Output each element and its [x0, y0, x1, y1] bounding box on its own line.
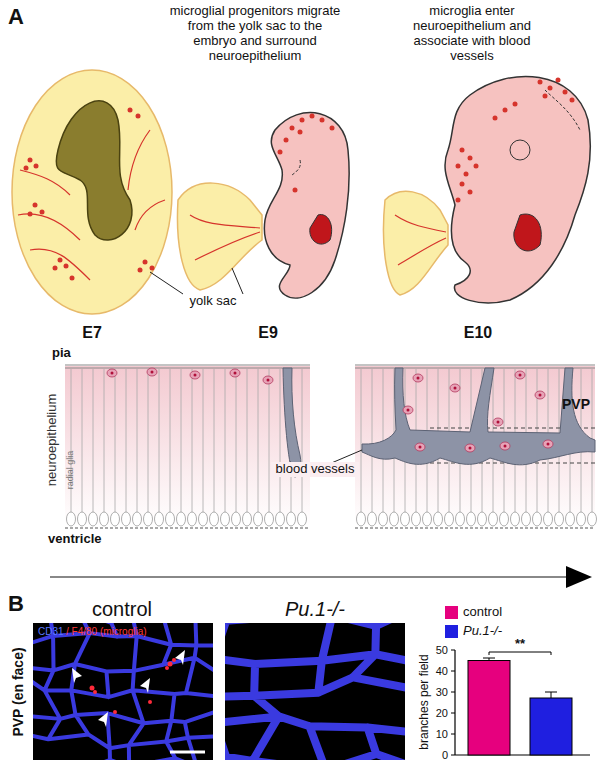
- legend-swatch: [445, 606, 458, 619]
- e10-embryo: [383, 76, 590, 302]
- neuroepithelium-panel: [355, 366, 595, 526]
- e7-yolk-sac: [12, 70, 172, 314]
- cell-label: radial glia: [65, 451, 75, 490]
- panel-letter: A: [8, 4, 24, 29]
- axis-title: branches per field: [418, 654, 432, 749]
- tick-label: 50: [436, 644, 448, 657]
- scale-bar: [170, 751, 205, 754]
- bar-chart: [451, 650, 590, 755]
- stage-label: E10: [453, 324, 503, 342]
- microglia-signal: [90, 658, 177, 714]
- legend-text: control: [463, 605, 502, 620]
- significance-mark: **: [505, 637, 535, 652]
- stage-label: E9: [243, 324, 293, 342]
- blood-vessels: [283, 368, 595, 477]
- region-label: PVP (en face): [10, 647, 26, 736]
- tick-label: 40: [436, 665, 448, 678]
- e9-embryo: [177, 113, 349, 299]
- vessel-network: [225, 623, 405, 760]
- region-label: PVP: [562, 396, 590, 412]
- vessel-network: [33, 623, 213, 760]
- caption-text: microglia enter neuroepithelium and asso…: [411, 4, 533, 64]
- layer-label: ventricle: [48, 532, 101, 547]
- stain-label: CD31: [38, 626, 64, 638]
- tick-label: 0: [442, 749, 448, 762]
- arrow-marker: [72, 650, 185, 727]
- stage-label: E7: [67, 324, 117, 342]
- tick-label: 30: [436, 686, 448, 699]
- pia-line: [65, 365, 595, 368]
- time-arrow: [50, 566, 592, 588]
- panel-letter: B: [8, 591, 24, 616]
- layer-label: neuroepithelium: [45, 394, 60, 487]
- radial-glia: [67, 369, 597, 526]
- legend-swatch: [445, 625, 458, 638]
- stage-label: yolk sac: [178, 294, 248, 309]
- ventricle-line: [65, 528, 595, 529]
- microglia-cells: [107, 368, 553, 452]
- neuroepithelium-panel: [65, 366, 310, 526]
- leader-line: [150, 268, 243, 294]
- tick-label: 10: [436, 728, 448, 741]
- structure-label: blood vessels: [271, 462, 359, 477]
- stain-label: / F4/80 (microglia): [66, 626, 147, 638]
- condition-title: Pu.1-/-: [255, 598, 375, 621]
- layer-label: pia: [52, 346, 71, 361]
- tick-label: 20: [436, 707, 448, 720]
- legend-text: Pu.1-/-: [463, 624, 502, 639]
- caption-text: microglial progenitors migrate from the …: [165, 4, 345, 64]
- condition-title: control: [62, 598, 182, 621]
